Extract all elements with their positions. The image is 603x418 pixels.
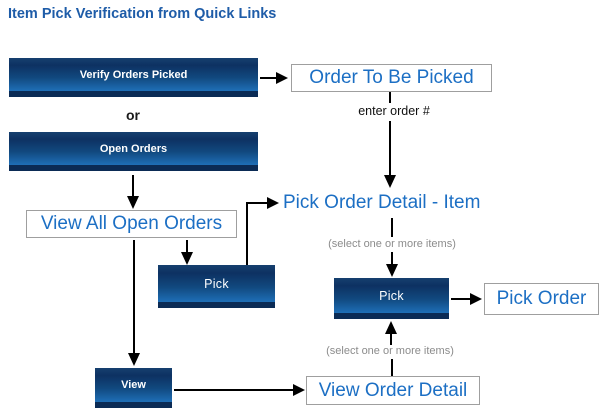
arrowhead-up-icon (385, 321, 397, 334)
pick-order-detail-item-link[interactable]: Pick Order Detail - Item (283, 192, 481, 213)
connector-vod-to-pick (390, 333, 392, 345)
connector-order-to-detail (389, 121, 391, 176)
connector-viewall-to-view (133, 240, 135, 354)
open-orders-label: Open Orders (99, 142, 168, 155)
view-all-open-orders-label: View All Open Orders (40, 213, 223, 234)
connector-pick-elbow-vertical (246, 202, 248, 265)
arrowhead-right-icon (293, 384, 305, 396)
view-label: View (121, 379, 146, 391)
connector-verify-to-order (260, 77, 278, 79)
verify-orders-picked-label: Verify Orders Picked (79, 68, 188, 81)
select-items-top-label: (select one or more items) (328, 238, 456, 250)
order-to-be-picked-link[interactable]: Order To Be Picked (291, 64, 492, 92)
arrowhead-down-icon (127, 196, 139, 209)
pick-button-right[interactable]: Pick (334, 278, 449, 319)
order-to-be-picked-label: Order To Be Picked (309, 67, 474, 88)
select-items-bottom-label: (select one or more items) (326, 345, 454, 357)
arrowhead-right-icon (267, 197, 279, 209)
view-all-open-orders-link[interactable]: View All Open Orders (26, 210, 237, 238)
view-order-detail-label: View Order Detail (318, 379, 468, 401)
arrowhead-down-icon (386, 264, 398, 277)
view-order-detail-link[interactable]: View Order Detail (306, 376, 480, 405)
arrowhead-down-icon (128, 353, 140, 366)
open-orders-button[interactable]: Open Orders (9, 132, 258, 171)
enter-order-label: enter order # (358, 104, 430, 118)
pick-order-link[interactable]: Pick Order (484, 283, 599, 315)
pick-button-left[interactable]: Pick (158, 265, 275, 308)
connector-detail-to-pick (391, 218, 393, 237)
connector-order-stub (389, 92, 391, 103)
connector-vod-stub (391, 359, 393, 376)
arrowhead-right-icon (276, 72, 288, 84)
pick-right-label: Pick (379, 288, 404, 303)
view-button[interactable]: View (95, 368, 172, 408)
connector-pick-elbow-horizontal (246, 202, 268, 204)
page-title: Item Pick Verification from Quick Links (8, 6, 277, 22)
connector-pick-to-pickorder (451, 298, 471, 300)
pick-left-label: Pick (204, 276, 229, 291)
pick-order-label: Pick Order (496, 288, 587, 309)
connector-open-to-viewall (132, 175, 134, 197)
connector-viewall-to-pick (186, 240, 188, 254)
or-label: or (126, 107, 140, 123)
arrowhead-down-icon (181, 252, 193, 265)
arrowhead-right-icon (470, 293, 482, 305)
connector-detail-to-pick-2 (391, 252, 393, 265)
verify-orders-picked-button[interactable]: Verify Orders Picked (9, 58, 258, 97)
arrowhead-down-icon (384, 175, 396, 188)
connector-view-to-vod (174, 389, 295, 391)
